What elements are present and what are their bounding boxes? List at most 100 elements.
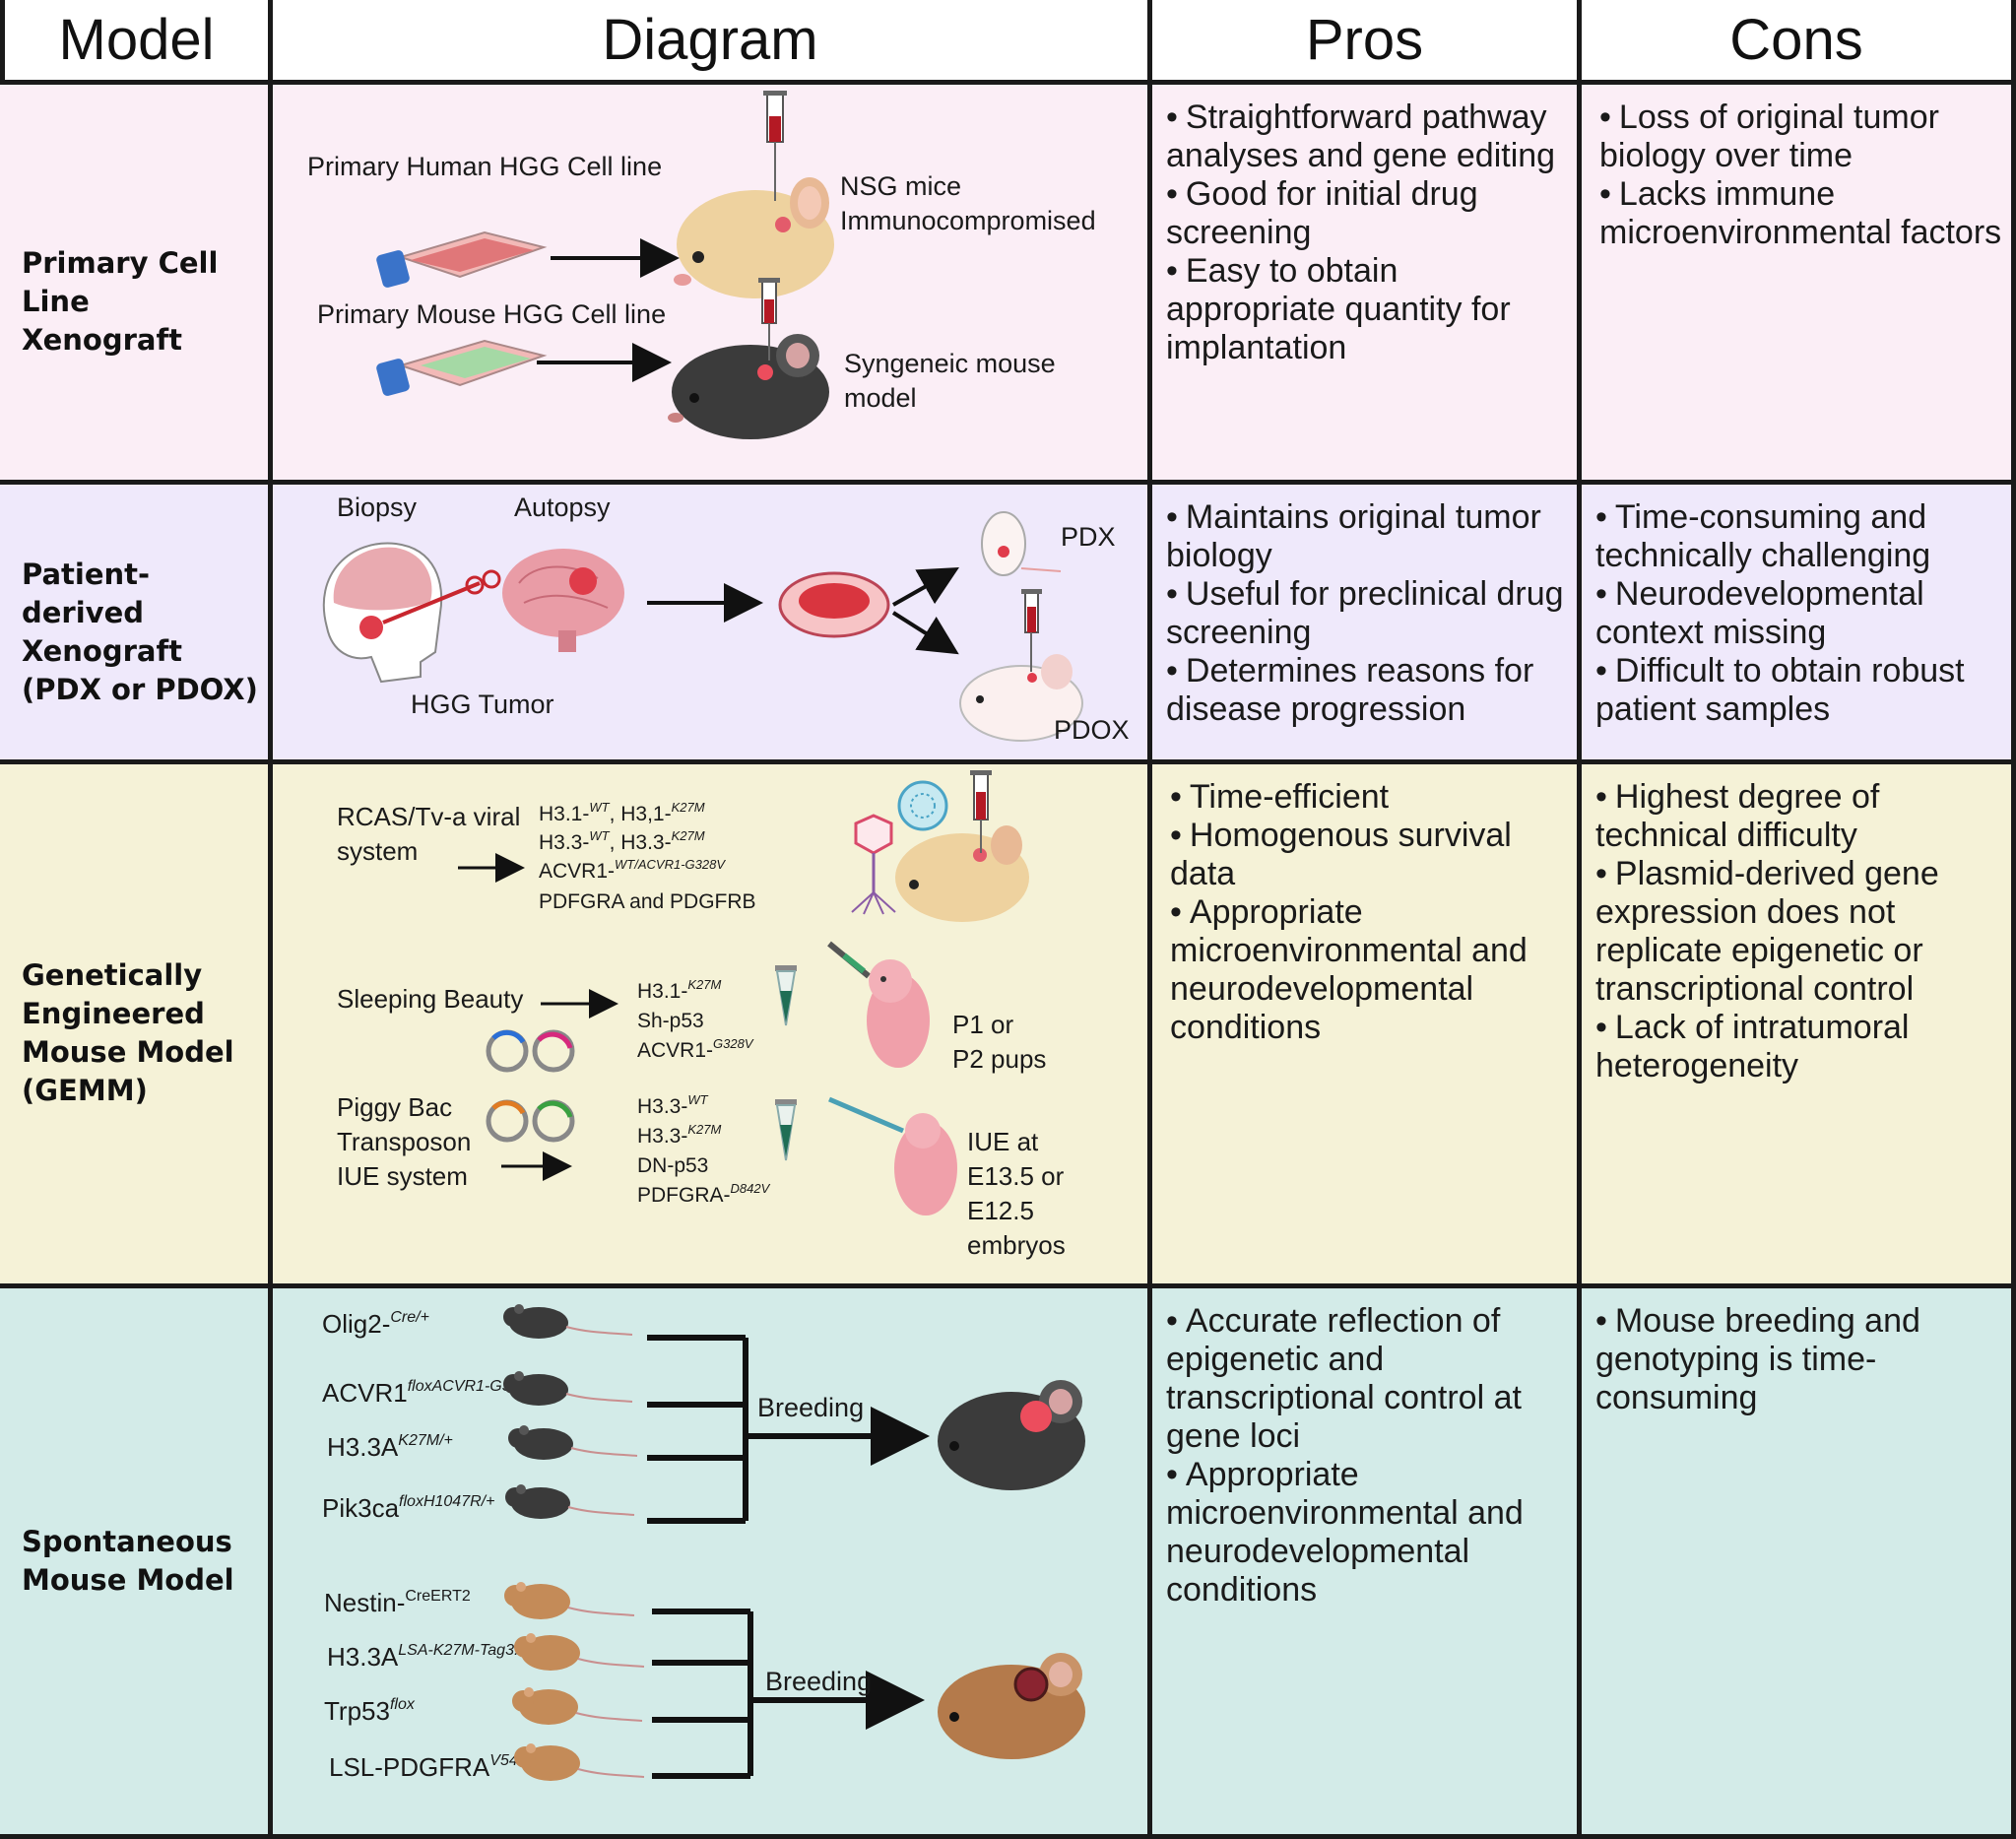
rcas-gene-1: H3.1-WT, H3,1-K27M — [539, 800, 705, 825]
tumor-mouse-icon — [938, 1653, 1085, 1759]
pros-item: •Easy to obtain appropriate quantity for… — [1166, 252, 1511, 366]
model-line: (PDX or PDOX) — [22, 673, 258, 706]
culture-flask-icon — [376, 230, 548, 288]
brown-mouse-icon — [511, 1686, 643, 1726]
model-line: Engineered — [22, 997, 205, 1030]
arrow-icon — [892, 567, 959, 607]
hgg-tumor-label: HGG Tumor — [411, 690, 554, 719]
cons-cell-spontaneous: •Mouse breeding and genotyping is time-c… — [1577, 1283, 2016, 1839]
pdox-label: PDOX — [1054, 715, 1130, 745]
rcas-gene-4: PDFGRA and PDGFRB — [539, 890, 756, 913]
model-line: Xenograft — [22, 323, 182, 357]
pup-icon — [867, 959, 930, 1068]
rcas-gene-2: H3.3-WT, H3.3-K27M — [539, 828, 705, 854]
pros-cell-gemm: •Time-efficient •Homogenous survival dat… — [1147, 759, 1582, 1288]
injection-needle-icon — [828, 1096, 904, 1134]
patient-head-icon — [322, 542, 443, 684]
nude-mouse-icon — [674, 177, 834, 298]
plasmid-icon — [486, 1029, 575, 1073]
pros-list: •Time-efficient •Homogenous survival dat… — [1170, 778, 1569, 1047]
black-mouse-icon — [668, 334, 829, 439]
pros-item: •Good for initial drug screening — [1166, 175, 1478, 251]
injection-needle-icon — [827, 941, 871, 979]
pros-item: •Homogenous survival data — [1170, 817, 1512, 892]
brain-icon — [502, 549, 624, 652]
cons-cell-pdx: •Time-consuming and technically challeng… — [1577, 480, 2016, 764]
gene-nestin: Nestin-CreERT2 — [324, 1588, 471, 1617]
cons-item: •Mouse breeding and genotyping is time-c… — [1595, 1302, 1920, 1416]
syringe-icon — [970, 770, 992, 853]
sb-gene-2: Sh-p53 — [637, 1010, 704, 1032]
pb-gene-3: DN-p53 — [637, 1154, 708, 1177]
model-name-spontaneous: Spontaneous Mouse Model — [22, 1523, 234, 1600]
pdx-diagram: Biopsy Autopsy HGG Tumor — [322, 493, 1130, 745]
cons-item: •Plasmid-derived gene expression does no… — [1595, 855, 1939, 1008]
cons-item: •Neurodevelopmental context missing — [1595, 575, 1924, 651]
black-mouse-icon — [502, 1370, 633, 1407]
pros-item: •Appropriate microenvironmental and neur… — [1170, 893, 1528, 1046]
model-line: Xenograft — [22, 634, 182, 668]
pb-gene-4: PDFGRA-D842V — [637, 1181, 771, 1207]
pdx-mouse-icon — [981, 511, 1062, 576]
model-line: Spontaneous — [22, 1525, 232, 1558]
model-name-pdx: Patient-derived Xenograft (PDX or PDOX) — [22, 556, 268, 709]
pros-cell-pdx: •Maintains original tumor biology •Usefu… — [1147, 480, 1582, 764]
iue-label-4: embryos — [967, 1230, 1066, 1260]
arrow-icon — [891, 611, 959, 655]
iue-label-1: IUE at — [967, 1127, 1039, 1156]
pros-item: •Accurate reflection of epigenetic and t… — [1166, 1302, 1522, 1455]
cons-item: •Difficult to obtain robust patient samp… — [1595, 652, 1965, 728]
cons-item: •Lack of intratumoral heterogeneity — [1595, 1009, 1910, 1084]
pdox-mouse-icon — [959, 654, 1083, 742]
cons-list: •Highest degree of technical difficulty … — [1595, 778, 2003, 1085]
cons-item: •Loss of original tumor biology over tim… — [1599, 99, 1939, 174]
gene-olig2: Olig2-Cre/+ — [322, 1309, 429, 1339]
iue-label-3: E12.5 — [967, 1196, 1034, 1225]
tube-icon — [775, 965, 797, 1026]
model-line: Mouse Model — [22, 1035, 234, 1069]
nude-mouse-icon — [895, 825, 1029, 922]
syngeneic-model-label: model — [844, 383, 917, 413]
pros-item: •Maintains original tumor biology — [1166, 498, 1541, 574]
virus-icon — [897, 780, 948, 831]
autopsy-label: Autopsy — [514, 493, 611, 522]
breeding-label-2: Breeding — [765, 1667, 872, 1696]
gene-pik3ca: Pik3cafloxH1047R/+ — [322, 1493, 494, 1523]
immunocompromised-label: Immunocompromised — [840, 206, 1096, 235]
primary-xenograft-diagram: Primary Human HGG Cell line — [307, 91, 1096, 439]
pups-label-1: P1 or — [952, 1010, 1013, 1039]
nsg-mice-label: NSG mice — [840, 171, 961, 201]
breeding-label-1: Breeding — [757, 1393, 864, 1422]
black-mouse-icon — [504, 1483, 635, 1520]
diagram-cell-spontaneous: Olig2-Cre/+ ACVR1floxACVR1-G328V/+ H3.3A… — [268, 1283, 1152, 1839]
gemm-diagram: RCAS/Tv-a viral system H3.1-WT, H3,1-K27… — [337, 770, 1066, 1260]
pb-gene-1: H3.3-WT — [637, 1092, 709, 1118]
model-name-primary: Primary Cell Line Xenograft — [22, 244, 268, 360]
model-line: (GEMM) — [22, 1074, 148, 1107]
iue-label-2: E13.5 or — [967, 1161, 1065, 1191]
syngeneic-label: Syngeneic mouse — [844, 349, 1056, 378]
cons-cell-gemm: •Highest degree of technical difficulty … — [1577, 759, 2016, 1288]
pb-gene-2: H3.3-K27M — [637, 1122, 721, 1148]
pros-item: •Time-efficient — [1170, 778, 1390, 816]
model-cell-gemm: Genetically Engineered Mouse Model (GEMM… — [0, 759, 273, 1288]
pups-label-2: P2 pups — [952, 1044, 1046, 1074]
pros-item: •Determines reasons for disease progress… — [1166, 652, 1534, 728]
gene-h33a-lsa: H3.3ALSA-K27M-Tag3.3A/+ — [327, 1642, 552, 1672]
bacteriophage-icon — [851, 814, 896, 915]
pdx-label: PDX — [1061, 522, 1116, 552]
petri-dish-icon — [778, 571, 890, 638]
cons-list: •Time-consuming and technically challeng… — [1595, 498, 2003, 729]
embryo-icon — [894, 1113, 957, 1215]
piggybac-label-1: Piggy Bac — [337, 1092, 452, 1122]
cons-list: •Mouse breeding and genotyping is time-c… — [1595, 1302, 2003, 1417]
sb-gene-1: H3.1-K27M — [637, 977, 721, 1003]
syringe-icon — [1021, 589, 1042, 672]
diagram-cell-primary: Primary Human HGG Cell line — [268, 80, 1152, 485]
model-cell-pdx: Patient-derived Xenograft (PDX or PDOX) — [0, 480, 273, 764]
mouse-cell-line-label: Primary Mouse HGG Cell line — [317, 299, 666, 329]
black-mouse-icon — [502, 1303, 633, 1340]
pros-list: •Straightforward pathway analyses and ge… — [1166, 99, 1569, 367]
breeding-bracket — [652, 1609, 753, 1779]
tumor-mouse-icon — [938, 1380, 1085, 1490]
